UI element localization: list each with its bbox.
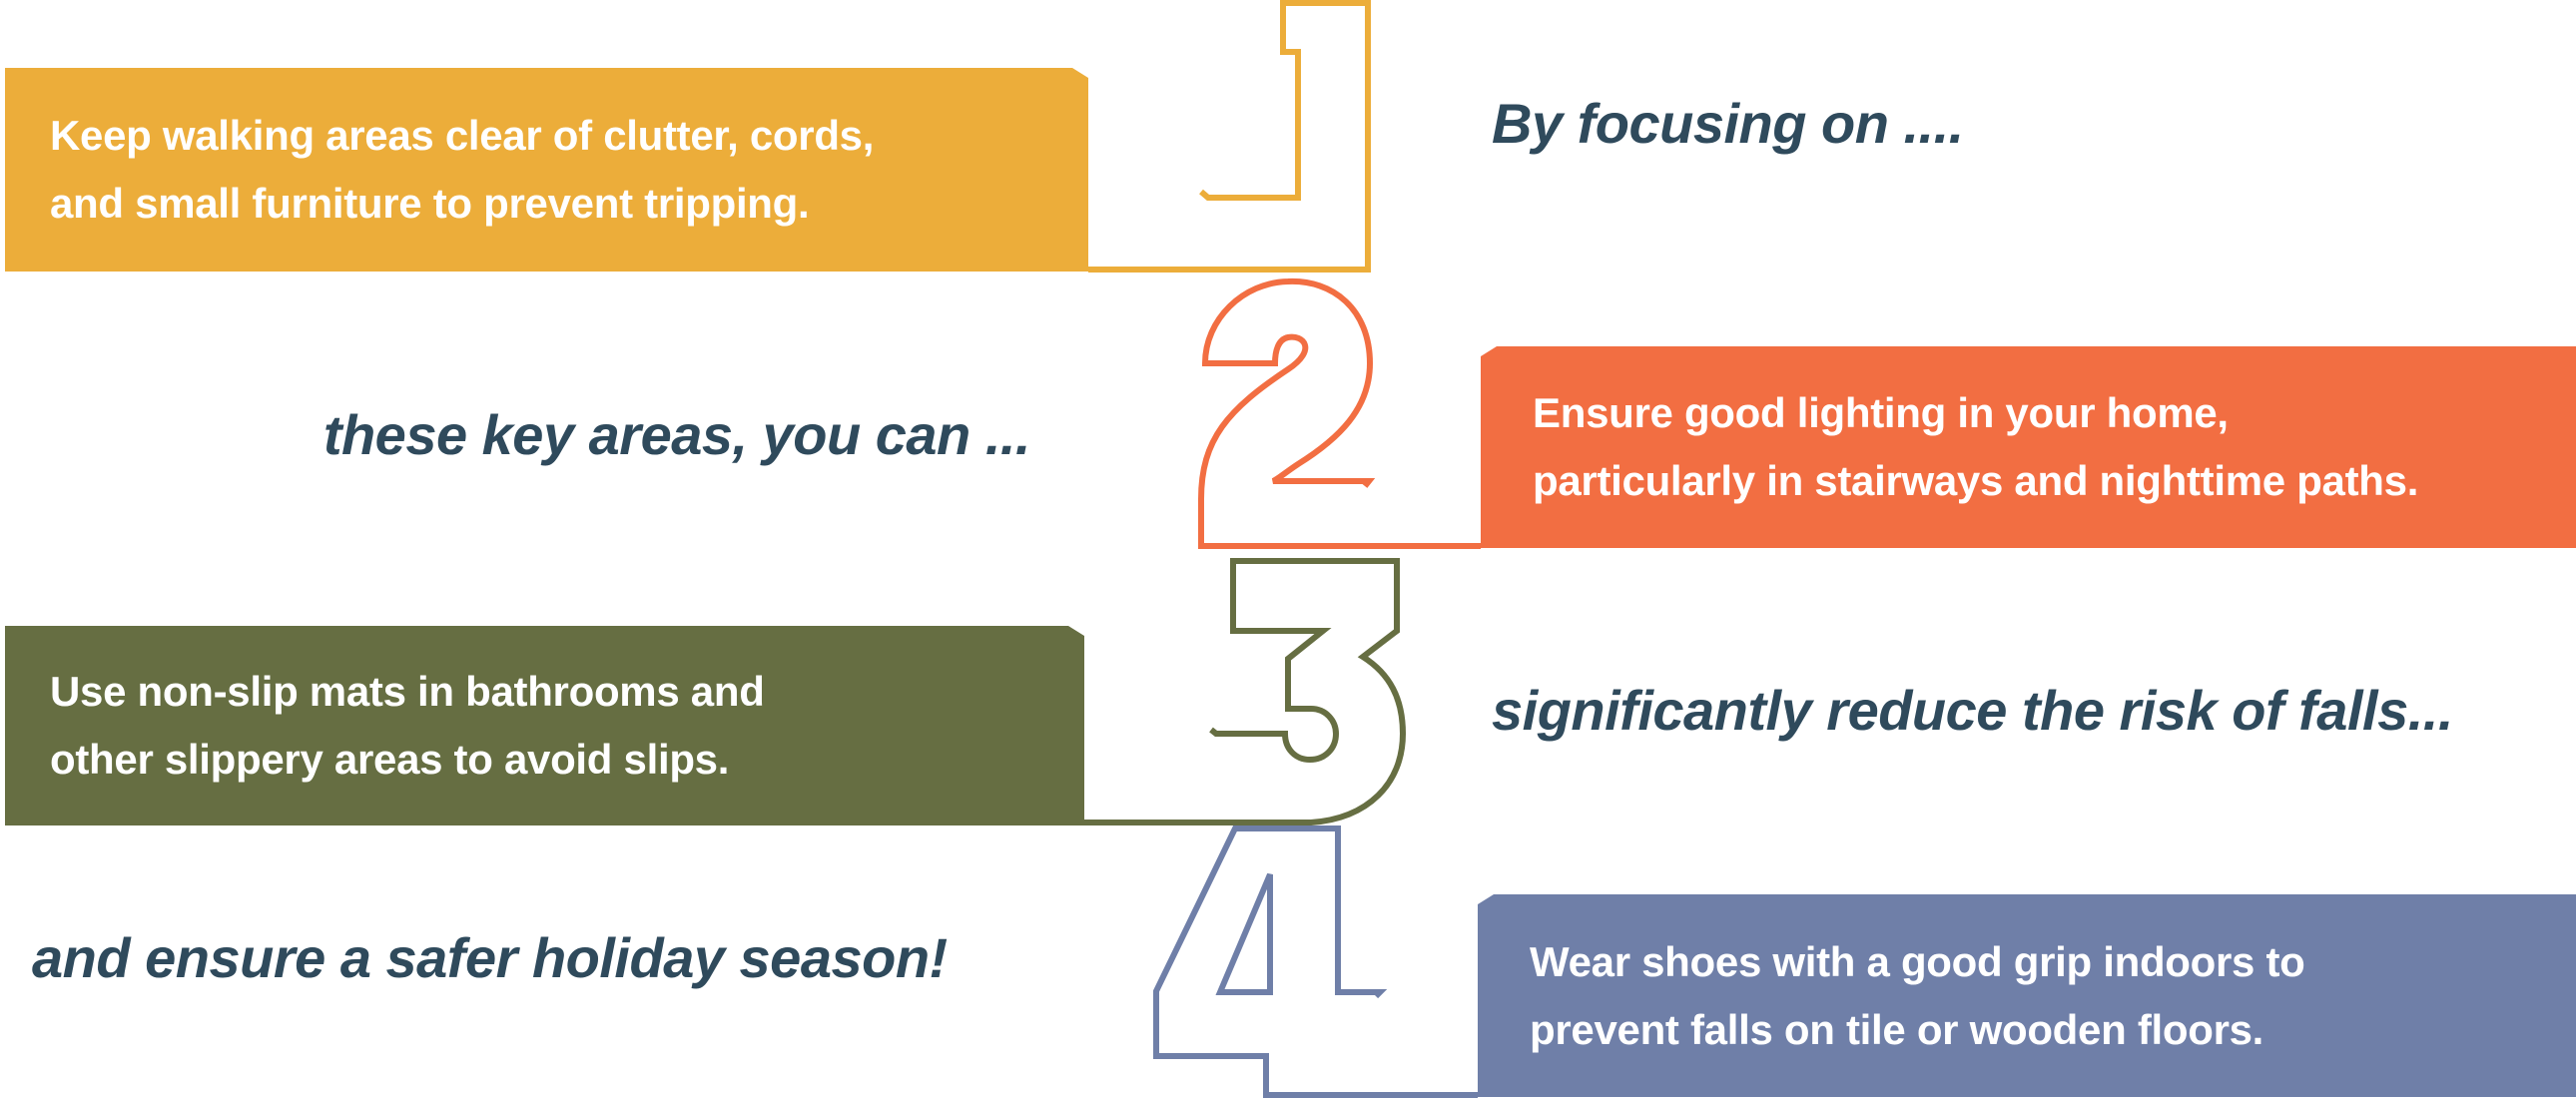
step-3-line-2: other slippery areas to avoid slips. [50, 736, 730, 783]
step-2-box: Ensure good lighting in your home, parti… [1481, 346, 2576, 548]
step-2-line-2: particularly in stairways and nighttime … [1533, 457, 2419, 504]
number-4-inner-outline [1215, 872, 1273, 995]
number-1-outline [1088, 0, 1371, 273]
phrase-2: these key areas, you can ... [322, 403, 1031, 466]
number-2-outline [1198, 277, 1481, 549]
step-3-box: Use non-slip mats in bathrooms and other… [5, 626, 1084, 825]
step-1-box: Keep walking areas clear of clutter, cor… [5, 68, 1088, 272]
phrase-4: and ensure a safer holiday season! [32, 926, 948, 989]
step-4-line-1: Wear shoes with a good grip indoors to [1530, 937, 2305, 985]
step-4-box: Wear shoes with a good grip indoors to p… [1478, 894, 2576, 1097]
step-1-line-2: and small furniture to prevent tripping. [50, 180, 810, 227]
step-2-line-1: Ensure good lighting in your home, [1533, 389, 2229, 436]
number-4-outline [1153, 825, 1478, 1098]
step-3-line-1: Use non-slip mats in bathrooms and [50, 668, 765, 715]
step-1-line-1: Keep walking areas clear of clutter, cor… [50, 112, 875, 159]
step-4-line-2: prevent falls on tile or wooden floors. [1530, 1005, 2264, 1053]
phrase-1: By focusing on .... [1492, 92, 1964, 155]
number-3-outline [1084, 558, 1407, 825]
phrase-3: significantly reduce the risk of falls..… [1492, 679, 2453, 742]
